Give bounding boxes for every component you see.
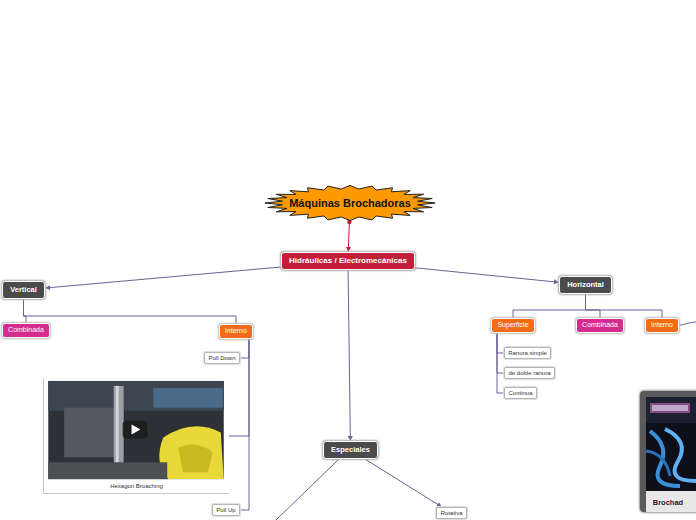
- connector: [24, 299, 237, 324]
- node-label: Ranura simple: [508, 350, 547, 357]
- type-box: Interno: [219, 324, 253, 339]
- node-label: Interno: [225, 327, 247, 335]
- type-box: Interno: [645, 318, 679, 333]
- node-label: Continua: [508, 390, 532, 397]
- connector: [497, 333, 504, 353]
- video-still: [44, 378, 229, 493]
- connector: [586, 294, 663, 318]
- type-box: Superficie: [491, 318, 535, 333]
- node-label: Rotativa: [440, 510, 462, 517]
- connector: [240, 339, 249, 510]
- leaf-box: Ranura simple: [504, 347, 551, 359]
- leaf-box: Rotativa: [436, 507, 467, 519]
- group-box: Horizontal: [559, 276, 612, 294]
- node-label: Interno: [651, 321, 673, 329]
- leaf-box: Pull Up: [212, 504, 240, 516]
- node-label: Combinada: [582, 321, 618, 329]
- group-box: Vertical: [2, 281, 45, 299]
- node-label: Horizontal: [567, 281, 604, 290]
- connector: [348, 270, 350, 437]
- node-label: Pull Up: [216, 507, 235, 514]
- node-label: Máquinas Brochadoras: [289, 197, 411, 210]
- title-starburst: Máquinas Brochadoras: [264, 185, 436, 221]
- group-box: Especiales: [323, 441, 378, 459]
- connector: [240, 339, 249, 358]
- connector: [513, 294, 586, 318]
- connector: [348, 221, 349, 248]
- category-box: Hidráulicas / Electromecánicas: [281, 252, 415, 270]
- node-label: Pull Down: [208, 355, 235, 362]
- node-label: Especiales: [331, 446, 370, 455]
- node-label: Hidráulicas / Electromecánicas: [289, 256, 407, 265]
- leaf-box: de doble ranura: [504, 367, 555, 379]
- connector: [497, 333, 504, 373]
- branch-line: [275, 460, 338, 520]
- leaf-box: Pull Down: [204, 352, 240, 364]
- type-box: Combinada: [576, 318, 624, 333]
- connector: [49, 267, 281, 288]
- node-label: Combinada: [8, 326, 44, 334]
- connector: [586, 294, 601, 318]
- node-label: Hexagon Broaching: [44, 483, 229, 490]
- node-label: Brochad: [640, 499, 696, 508]
- node-label: de doble ranura: [508, 370, 550, 377]
- type-box: Combinada: [2, 323, 50, 338]
- connector: [415, 268, 555, 282]
- product-photo: [640, 391, 696, 512]
- node-label: Superficie: [497, 321, 528, 329]
- leaf-box: Continua: [504, 387, 537, 399]
- branch-line: [679, 322, 696, 325]
- connector: [365, 459, 439, 505]
- video-thumbnail: Hexagon Broaching: [43, 378, 229, 494]
- image-card: Brochad: [640, 391, 696, 512]
- connector: [497, 333, 504, 393]
- node-label: Vertical: [10, 286, 37, 295]
